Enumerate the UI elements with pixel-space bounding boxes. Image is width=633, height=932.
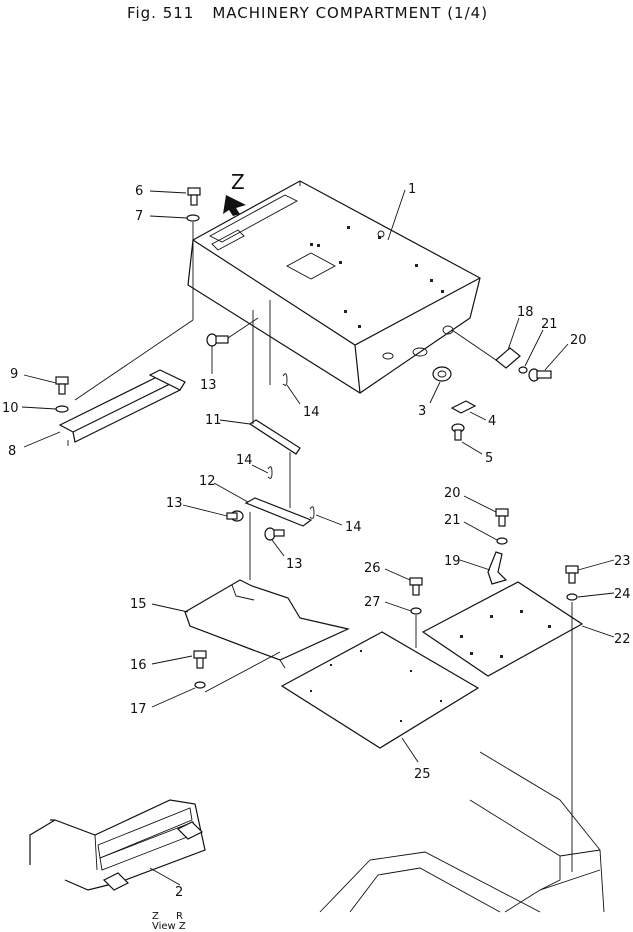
figure-title: Fig. 511 MACHINERY COMPARTMENT (1/4)	[0, 4, 633, 22]
callouts: 1 2 3 4 5 6 7 8 9 10 11 12 13 13 13 14 1	[2, 182, 631, 900]
callout-22: 22	[614, 632, 631, 647]
grommet-3	[432, 366, 452, 382]
washer-17	[194, 681, 206, 689]
callout-17: 17	[130, 702, 147, 717]
callout-26: 26	[364, 561, 381, 576]
washer-27	[410, 607, 422, 615]
callout-24: 24	[614, 587, 631, 602]
callout-14-right: 14	[345, 520, 362, 535]
callout-23: 23	[614, 554, 631, 569]
washer-21-lower	[496, 537, 508, 545]
clip-14-right	[309, 506, 315, 519]
callout-18: 18	[517, 305, 534, 320]
callout-8: 8	[8, 444, 16, 459]
callout-9: 9	[10, 367, 18, 382]
callout-2: 2	[175, 885, 183, 900]
clip-14-upper	[282, 373, 288, 386]
washer-24	[566, 593, 578, 601]
bolt-16	[193, 650, 207, 669]
callout-10: 10	[2, 401, 19, 416]
figure-number: Fig. 511	[126, 4, 195, 22]
callout-7: 7	[135, 209, 143, 224]
bracket-18	[495, 347, 521, 369]
washer-10	[55, 405, 69, 413]
callout-16: 16	[130, 658, 147, 673]
callout-3: 3	[418, 404, 426, 419]
callout-5: 5	[485, 451, 493, 466]
bolt-20-upper	[528, 368, 552, 382]
callout-13-lower: 13	[286, 557, 303, 572]
bolt-13-upper	[206, 333, 229, 347]
callout-15: 15	[130, 597, 147, 612]
z-view-arrow: Z	[223, 170, 246, 216]
callout-1: 1	[408, 182, 416, 197]
floor-plate-22	[421, 581, 584, 677]
bolt-5	[451, 423, 465, 441]
callout-6: 6	[135, 184, 143, 199]
svg-text:View Z: View Z	[152, 921, 186, 932]
bracket-19	[487, 551, 508, 585]
bolt-26	[409, 577, 423, 596]
chassis-outline	[319, 751, 605, 913]
callout-4: 4	[488, 414, 496, 429]
callout-12: 12	[199, 474, 216, 489]
callout-21-lower: 21	[444, 513, 461, 528]
callout-13-upper: 13	[200, 378, 217, 393]
floor-plate-25	[280, 631, 480, 749]
bracket-8	[58, 369, 186, 446]
washer-7	[186, 214, 200, 222]
callout-25: 25	[414, 767, 431, 782]
callout-14-upper: 14	[303, 405, 320, 420]
bolt-6	[187, 187, 201, 206]
svg-text:R: R	[176, 911, 183, 922]
washer-21-upper	[518, 366, 528, 374]
bolt-13-middle	[226, 510, 244, 522]
view-z-label: Z R View Z	[152, 911, 186, 932]
callout-14-left: 14	[236, 453, 253, 468]
callout-19: 19	[444, 554, 461, 569]
floor-plate-15	[184, 579, 350, 669]
link-rod-11	[248, 300, 301, 508]
compartment-cover	[187, 180, 481, 394]
lever-12	[244, 497, 313, 580]
callout-27: 27	[364, 595, 381, 610]
callout-11: 11	[205, 413, 222, 428]
bolt-20-lower	[495, 508, 509, 527]
svg-text:Z: Z	[231, 170, 245, 194]
svg-text:Z: Z	[152, 911, 159, 922]
callout-13-middle: 13	[166, 496, 183, 511]
cover-bolt-dots	[310, 226, 444, 328]
figure-caption: MACHINERY COMPARTMENT (1/4)	[212, 4, 489, 22]
bolt-13-lower	[264, 527, 285, 541]
bolt-23	[565, 565, 579, 584]
callout-20-upper: 20	[570, 333, 587, 348]
clip-14-left	[267, 466, 273, 479]
view-z-inset	[29, 799, 206, 891]
callout-20-lower: 20	[444, 486, 461, 501]
bolt-9	[55, 376, 69, 395]
callout-21-upper: 21	[541, 317, 558, 332]
clamp-4	[450, 400, 477, 414]
